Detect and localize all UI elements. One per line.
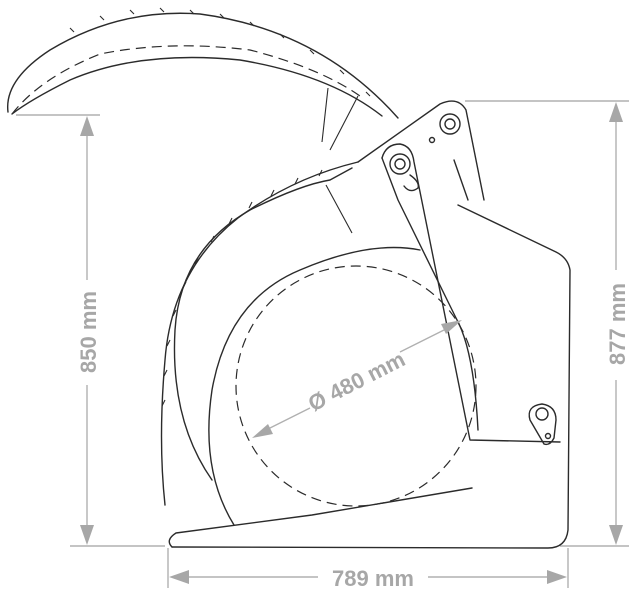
pivot-pin-upper — [439, 113, 461, 135]
side-plate — [357, 100, 561, 446]
grab-tine — [7, 7, 399, 151]
dimension-width-bottom: 789 mm — [167, 548, 569, 590]
diameter-label: Ø 480 mm — [304, 346, 409, 416]
dimension-height-right: 877 mm — [465, 100, 629, 547]
height-right-label: 877 mm — [605, 283, 629, 365]
width-bottom-label: 789 mm — [332, 566, 414, 590]
pivot-pin-lower — [389, 153, 411, 175]
bale-outline — [235, 265, 477, 507]
bucket-body — [160, 161, 571, 549]
height-left-label: 850 mm — [76, 291, 101, 373]
dimension-diameter: Ø 480 mm — [252, 320, 462, 438]
lug-mount — [528, 403, 557, 446]
dimension-height-left: 850 mm — [16, 114, 165, 547]
